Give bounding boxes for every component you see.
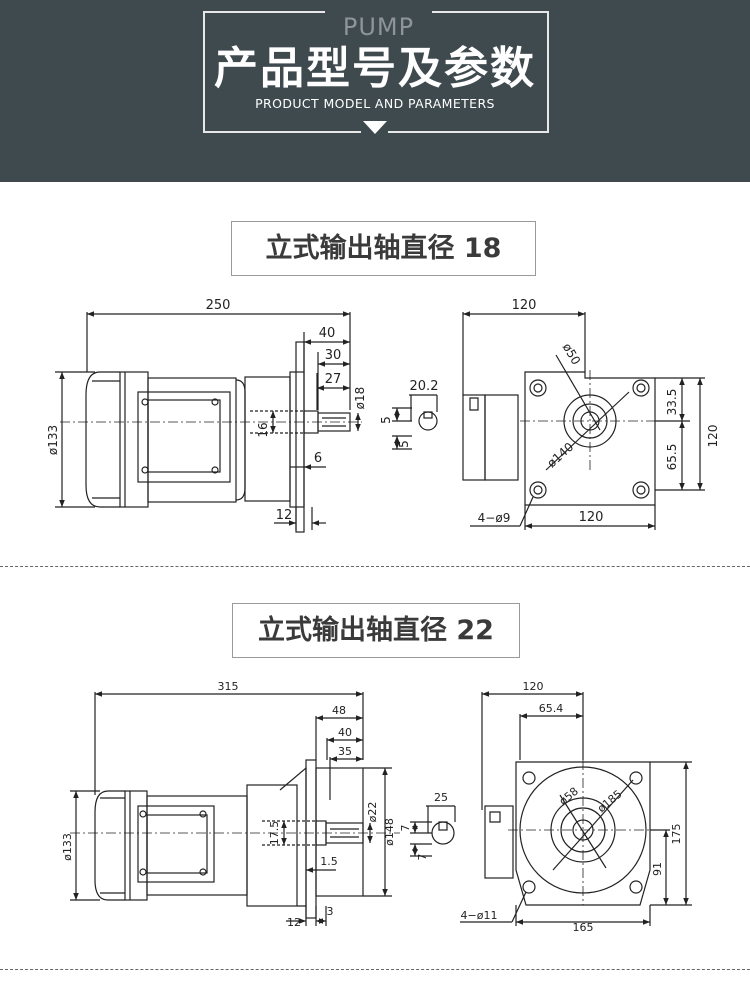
side-view-18: [55, 311, 362, 533]
dim-label: 120: [512, 298, 537, 313]
dim-label: 165: [573, 921, 594, 934]
page-title: 产品型号及参数: [214, 43, 536, 94]
header-frame-line: [203, 11, 205, 133]
triangle-down-icon: [363, 121, 387, 134]
dim-label: 1.5: [320, 855, 338, 868]
side-view-22: [70, 691, 400, 926]
dim-label: 40: [319, 326, 336, 341]
dim-label: 20.2: [410, 379, 439, 394]
dim-label: 7: [416, 854, 429, 861]
front-view-18: [462, 311, 705, 530]
section-divider: [0, 969, 750, 970]
dim-label: 7: [399, 825, 412, 832]
header-frame-line: [388, 131, 549, 133]
dim-label: ø133: [61, 833, 74, 861]
dim-label: ø18: [353, 387, 367, 410]
dim-label: 27: [325, 372, 342, 387]
dim-label: 5: [379, 416, 393, 424]
section-divider: [0, 566, 750, 567]
dim-label: 33.5: [665, 389, 679, 416]
dim-label: 48: [332, 704, 346, 717]
dim-label: ø133: [46, 425, 60, 455]
dim-label: 250: [206, 298, 231, 313]
dim-label: 65.5: [665, 444, 679, 471]
header-frame-line: [547, 11, 549, 133]
front-view-22: [460, 691, 692, 926]
dim-label: 120: [706, 425, 720, 448]
header-frame-line: [203, 131, 361, 133]
dim-label: 120: [523, 680, 544, 693]
page-subtitle: PRODUCT MODEL AND PARAMETERS: [255, 96, 495, 111]
dim-label: 91: [651, 862, 664, 876]
shaft-key-22: [410, 805, 456, 857]
dim-label: 4−ø9: [478, 511, 511, 525]
dim-label: ø22: [366, 802, 379, 823]
header-frame-line: [432, 11, 549, 13]
dim-label: ø185: [595, 787, 625, 815]
dimension-labels-18: 250 40 30 27 ø133 ø18 16 6 12 20.2 5 5 1…: [46, 298, 720, 525]
dim-label: ø50: [560, 341, 583, 368]
dim-label: ø140: [544, 440, 576, 471]
dim-label: 175: [670, 824, 683, 845]
dim-label: 315: [218, 680, 239, 693]
dim-label: 35: [338, 745, 352, 758]
dim-label: 17.5: [268, 821, 281, 846]
dim-label: 30: [325, 348, 342, 363]
dim-label: 5: [397, 440, 411, 448]
dim-label: 25: [434, 791, 448, 804]
header-pump-label: PUMP: [342, 13, 415, 41]
dim-label: ø58: [557, 785, 581, 808]
dim-label: 40: [338, 726, 352, 739]
header-frame-line: [203, 11, 325, 13]
dim-label: 16: [256, 422, 270, 437]
dimension-labels-22: 315 48 40 35 ø133 ø22 ø148 17.5 1.5 12 3…: [61, 680, 683, 934]
dim-label: 12: [276, 508, 293, 523]
dim-label: 4−ø11: [461, 909, 498, 922]
shaft-key-18: [392, 394, 438, 450]
dim-label: 12: [287, 916, 301, 929]
dim-label: 65.4: [539, 702, 564, 715]
header-banner: PUMP 产品型号及参数 PRODUCT MODEL AND PARAMETER…: [0, 0, 750, 182]
section-title-shaft-18: 立式输出轴直径 18: [231, 221, 536, 276]
dim-label: 3: [327, 905, 334, 918]
section-title-shaft-22: 立式输出轴直径 22: [232, 603, 520, 658]
dim-label: 6: [314, 451, 322, 466]
dim-label: ø148: [383, 818, 396, 846]
dim-label: 120: [579, 510, 604, 525]
